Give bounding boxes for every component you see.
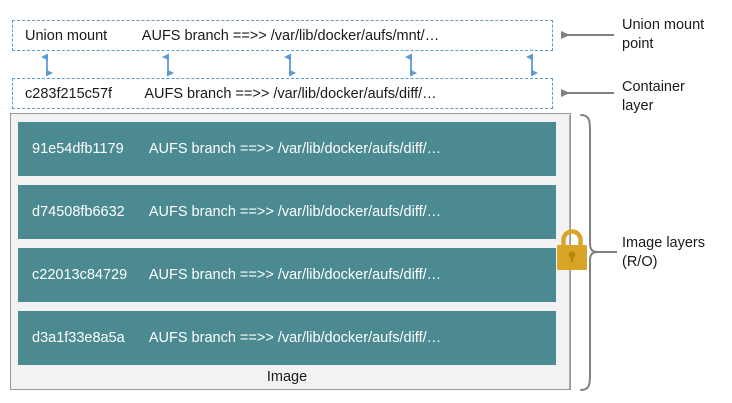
image-layer-row: d74508fb6632 AUFS branch ==>> /var/lib/d… xyxy=(18,185,556,239)
annotation-container-layer: Container layer xyxy=(622,79,685,114)
container-layer-id: c283f215c57f xyxy=(25,85,113,102)
image-layer-branch-path: AUFS branch ==>> /var/lib/docker/aufs/di… xyxy=(148,204,442,220)
union-mount-box: Union mount AUFS branch ==>> /var/lib/do… xyxy=(12,20,553,51)
union-mount-label: Union mount xyxy=(25,27,108,44)
annotation-union-mount-point: Union mount point xyxy=(622,17,705,52)
container-layer-branch-path: AUFS branch ==>> /var/lib/docker/aufs/di… xyxy=(144,85,437,102)
image-layer-id: c22013c84729 xyxy=(32,267,128,283)
annotation-image-layers: Image layers (R/O) xyxy=(622,235,706,270)
image-layer-id: 91e54dfb1179 xyxy=(32,141,124,157)
double-headed-arrow-icon xyxy=(41,53,538,77)
image-layer-id: d3a1f33e8a5a xyxy=(32,330,125,346)
container-layer-box: c283f215c57f AUFS branch ==>> /var/lib/d… xyxy=(12,78,553,109)
image-layer-branch-path: AUFS branch ==>> /var/lib/docker/aufs/di… xyxy=(148,330,442,346)
image-layer-branch-path: AUFS branch ==>> /var/lib/docker/aufs/di… xyxy=(148,267,442,283)
curly-brace-icon xyxy=(580,114,600,391)
image-layer-id: d74508fb6632 xyxy=(32,204,125,220)
image-layer-branch-path: AUFS branch ==>> /var/lib/docker/aufs/di… xyxy=(148,141,442,157)
union-mount-branch-path: AUFS branch ==>> /var/lib/docker/aufs/mn… xyxy=(141,27,440,44)
image-layer-row: d3a1f33e8a5a AUFS branch ==>> /var/lib/d… xyxy=(18,311,556,365)
image-caption-label: Image xyxy=(266,369,308,385)
image-layer-row: 91e54dfb1179 AUFS branch ==>> /var/lib/d… xyxy=(18,122,556,176)
image-layer-row: c22013c84729 AUFS branch ==>> /var/lib/d… xyxy=(18,248,556,302)
